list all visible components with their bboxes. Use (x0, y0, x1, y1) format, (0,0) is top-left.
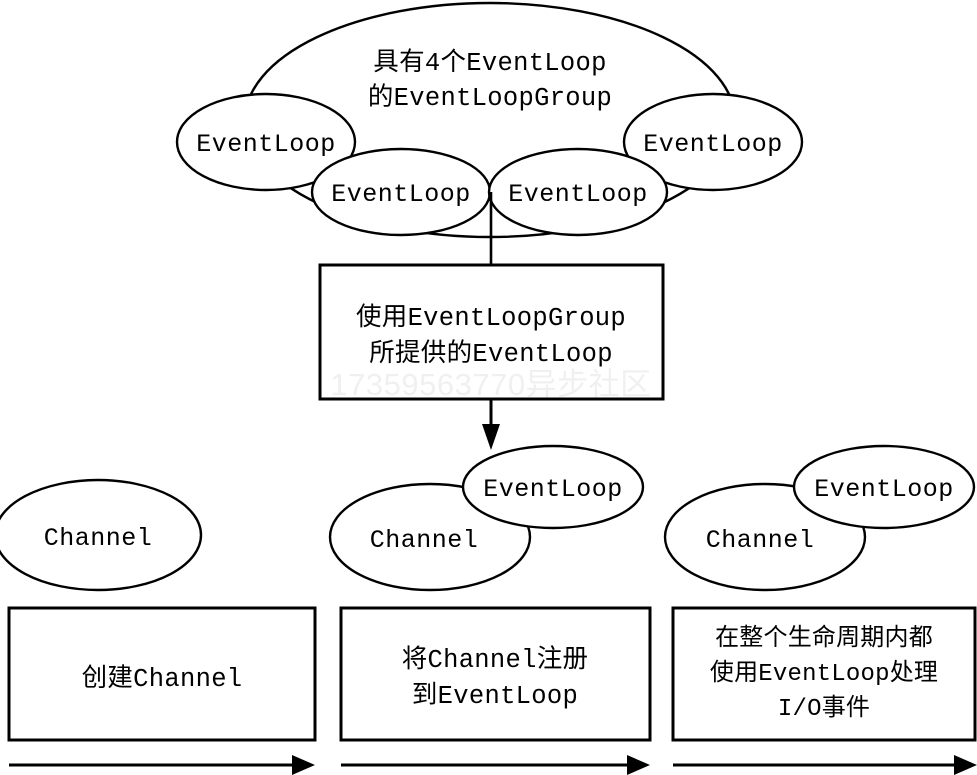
arrow-box-to-eventloop-head (482, 424, 500, 450)
cloud-label-line1: 具有4个EventLoop (373, 48, 606, 78)
column-1-flow-arrow-head (292, 755, 315, 775)
column-3-eventloop-ellipse (792, 444, 976, 530)
cloud-eventloop-label-1: EventLoop (196, 130, 336, 159)
middle-box-group: 使用EventLoopGroup 所提供的EventLoop 173595637… (318, 263, 665, 402)
arrow-box-to-eventloop (482, 399, 500, 450)
column-2-flow-arrow (341, 755, 650, 775)
cloud-label-line2: 的EventLoopGroup (368, 83, 612, 113)
column-3-channel-label: Channel (706, 526, 815, 555)
column-3-box-line1: 在整个生命周期内都 (715, 624, 933, 653)
cloud-eventloop-ellipse-1 (175, 92, 357, 192)
column-3-box-line2: 使用EventLoop处理 (710, 659, 938, 688)
column-2-group: Channel EventLoop 将Channel注册 到EventLoop (328, 444, 652, 775)
cloud-eventloop-label-2: EventLoop (331, 180, 471, 209)
column-2-box (339, 606, 652, 742)
cloud-eventloop-ellipse-4 (622, 92, 804, 192)
column-1-box (7, 606, 317, 742)
middle-box-line1: 使用EventLoopGroup (356, 303, 626, 333)
column-2-channel-label: Channel (370, 526, 479, 555)
cloud-eventloop-label-4: EventLoop (643, 130, 783, 159)
column-2-eventloop-ellipse (461, 444, 645, 530)
column-1-group: Channel 创建Channel (0, 478, 317, 775)
column-1-box-line1: 创建Channel (82, 664, 243, 694)
watermark-text: 17359563770异步社区 (330, 367, 651, 402)
middle-box-line2: 所提供的EventLoop (369, 339, 613, 369)
column-2-box-line2: 到EventLoop (412, 681, 578, 711)
column-3-flow-arrow-head (954, 755, 977, 775)
column-1-channel-label: Channel (44, 524, 153, 553)
column-2-eventloop-label: EventLoop (483, 475, 623, 504)
column-3-box (671, 606, 977, 742)
column-3-box-line3: I/O事件 (778, 694, 870, 723)
column-1-flow-arrow (9, 755, 315, 775)
column-1-channel-ellipse (0, 478, 203, 592)
cloud-eventloop-label-3: EventLoop (508, 180, 648, 209)
column-2-box-line1: 将Channel注册 (402, 645, 589, 675)
column-3-eventloop-label: EventLoop (814, 475, 954, 504)
eventloopgroup-cloud: 具有4个EventLoop 的EventLoopGroup EventLoop … (175, 1, 804, 239)
column-2-flow-arrow-head (627, 755, 650, 775)
cloud-eventloop-ellipse-3 (487, 147, 669, 237)
column-3-group: Channel EventLoop 在整个生命周期内都 使用EventLoop处… (663, 444, 977, 775)
column-3-flow-arrow (673, 755, 977, 775)
